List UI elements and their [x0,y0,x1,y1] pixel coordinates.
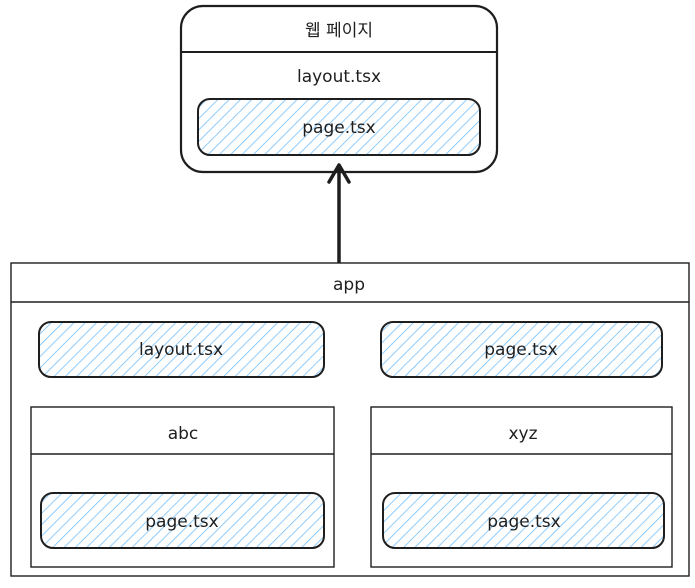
app-page-label: page.tsx [484,340,557,360]
folder-xyz-page-box: page.tsx [382,492,665,549]
folder-abc-title: abc [168,424,199,444]
folder-abc-page-box: page.tsx [40,492,325,549]
app-title: app [333,275,365,295]
webpage-title: 웹 페이지 [305,21,373,41]
webpage-page-box: page.tsx [197,98,481,156]
folder-abc-page-label: page.tsx [145,512,218,532]
webpage-layout-label: layout.tsx [297,67,381,87]
render-arrow [327,163,351,264]
folder-xyz: xyz page.tsx [370,406,673,568]
folder-xyz-title: xyz [508,424,537,444]
folder-xyz-page-label: page.tsx [487,512,560,532]
app-page-box: page.tsx [380,321,663,378]
webpage-box: 웹 페이지 layout.tsx page.tsx [179,4,499,174]
webpage-page-label: page.tsx [302,118,375,138]
app-container: app layout.tsx page.tsx abc page.tsx xyz [10,262,690,577]
folder-abc: abc page.tsx [30,406,335,568]
app-layout-box: layout.tsx [38,321,325,378]
app-layout-label: layout.tsx [139,340,223,360]
